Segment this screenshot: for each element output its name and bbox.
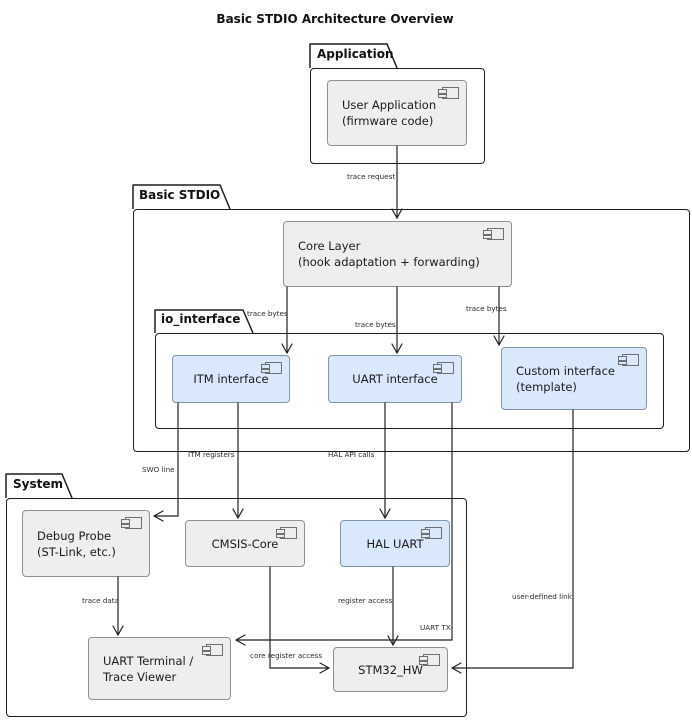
component-label: (hook adaptation + forwarding) [298, 255, 480, 269]
package-application-name: Application [317, 47, 394, 61]
edge-label-uart-tx: UART TX [420, 623, 451, 632]
edge-label-hal-api-calls: HAL API calls [328, 450, 375, 459]
component-icon [261, 362, 282, 374]
component-label: CMSIS-Core [211, 536, 279, 551]
component-uart-terminal: UART Terminal / Trace Viewer [88, 637, 231, 700]
edge-label-user-defined-link: user-defined link [512, 592, 572, 601]
component-user-application: User Application (firmware code) [327, 80, 467, 146]
component-label: ITM interface [193, 372, 269, 386]
component-core-layer: Core Layer (hook adaptation + forwarding… [283, 221, 512, 287]
component-cmsis-core: CMSIS-Core [185, 520, 305, 567]
component-label: UART interface [352, 372, 438, 386]
component-icon [438, 87, 459, 99]
package-io-interface-name: io_interface [161, 312, 241, 326]
component-label: STM32_HW [358, 662, 423, 677]
edge-label-swo-line: SWO line [142, 465, 175, 474]
edge-label-itm-registers: ITM registers [188, 450, 235, 459]
edge-label-core-register-access: core register access [250, 651, 323, 660]
component-label: UART Terminal / [103, 653, 194, 668]
edge-label-trace-bytes-uart: trace bytes [355, 320, 396, 329]
component-label: User Application [342, 98, 437, 112]
component-icon [121, 517, 142, 529]
component-uart-interface: UART interface [328, 355, 462, 403]
edge-label-trace-bytes-itm: trace bytes [247, 309, 288, 318]
component-icon [618, 354, 639, 366]
edge-label-trace-bytes-custom: trace bytes [466, 304, 507, 313]
component-label: HAL UART [366, 536, 424, 551]
component-hal-uart: HAL UART [340, 520, 450, 567]
component-label: (template) [516, 379, 577, 394]
edge-label-trace-data: trace data [82, 596, 120, 605]
component-stm32-hw: STM32_HW [333, 647, 448, 692]
component-icon [433, 362, 454, 374]
component-debug-probe: Debug Probe (ST-Link, etc.) [22, 510, 150, 577]
component-custom-interface: Custom interface (template) [501, 347, 647, 410]
component-icon [276, 527, 297, 539]
component-icon [419, 654, 440, 666]
component-label: Core Layer [298, 239, 361, 253]
component-label: Debug Probe [37, 528, 112, 543]
component-itm-interface: ITM interface [172, 355, 290, 403]
package-basic-stdio-name: Basic STDIO [139, 188, 221, 202]
component-label: Custom interface [516, 363, 616, 378]
package-system-name: System [13, 477, 63, 491]
component-icon [483, 228, 504, 240]
component-icon [202, 644, 223, 656]
component-icon [421, 527, 442, 539]
component-label: Trace Viewer [103, 669, 177, 684]
component-label: (ST-Link, etc.) [37, 544, 116, 559]
edge-label-trace-request: trace request [347, 172, 396, 181]
diagram-title: Basic STDIO Architecture Overview [216, 12, 454, 26]
component-label: (firmware code) [342, 114, 434, 128]
edge-label-register-access: register access [338, 596, 393, 605]
